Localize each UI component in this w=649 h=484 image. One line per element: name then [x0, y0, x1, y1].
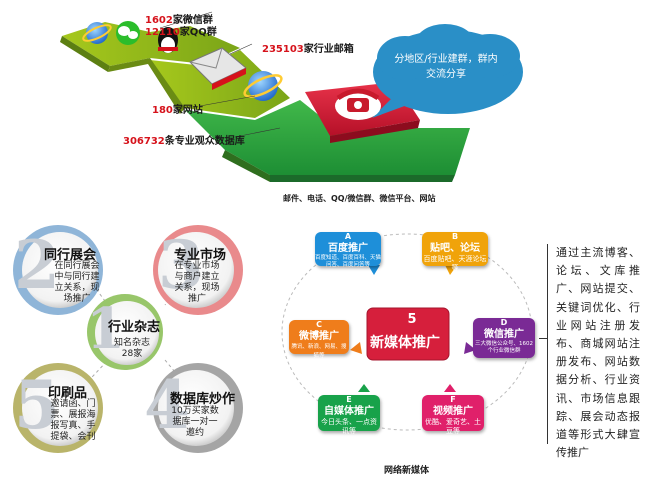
side-description: 通过主流博客、论坛、文库推广、网站提交、关键词优化、行业网站注册发布、商城网站注… — [556, 246, 640, 460]
bubble-f-video: F 视频推广 优酷、爱奇艺、土豆等 — [422, 395, 484, 435]
label-wechat-groups: 1602家微信群 — [145, 15, 213, 26]
circle-1-digit: 1 — [86, 296, 125, 362]
center-block — [367, 308, 449, 360]
circle-1-desc: 知名杂志28家 — [113, 338, 150, 359]
circle-3-title: 专业市场 — [174, 248, 227, 263]
label-audience-database: 306732条专业观众数据库 — [123, 136, 245, 147]
side-divider — [547, 244, 548, 444]
circle-2-digit: 2 — [14, 226, 60, 304]
circle-1-title: 行业杂志 — [108, 320, 161, 335]
circle-5-title: 印刷品 — [48, 386, 88, 401]
side-divider-tick — [539, 338, 547, 339]
cloud-bubble — [372, 24, 523, 118]
circle-5-digit: 5 — [14, 366, 60, 444]
circle-4-title: 数据库炒作 — [170, 392, 236, 407]
circle-3-desc: 在专业市场与商户建立关系，现场推广 — [174, 261, 220, 304]
label-industry-mail: 235103家行业邮箱 — [262, 44, 354, 55]
ie-icon-small — [82, 22, 112, 44]
telephone-icon — [335, 88, 381, 120]
bubble-c-weibo: C 微博推广 腾讯、新浪、网易、搜狐等 — [289, 320, 349, 359]
circle-4-digit: 4 — [144, 366, 190, 444]
label-websites: 180家网站 — [152, 105, 203, 116]
bubble-d-wechat: D 微信推广 三大微信公众号、1602个行业微信群 — [473, 318, 535, 358]
center-title: 新媒体推广 — [370, 335, 440, 351]
label-qq-groups: 12110家QQ群 — [145, 27, 217, 38]
globe-icon — [243, 71, 283, 101]
mail-icon — [189, 47, 247, 90]
media-caption: 网络新媒体 — [384, 466, 430, 476]
circle-4-desc: 10万买家数据库一对一邀约 — [171, 406, 219, 438]
bubble-e-selfmedia: E 自媒体推广 今日头条、一点资讯等 — [318, 395, 380, 435]
circle-2-title: 同行展会 — [44, 248, 97, 263]
cloud-text: 分地区/行业建群，群内交流分享 — [394, 54, 498, 80]
ribbon-bottom — [185, 100, 470, 175]
center-number: 5 — [407, 312, 417, 327]
circle-5-desc: 邀请函、门票、展报海报写真、手提袋、会刊 — [50, 399, 96, 442]
funnel-graphic — [60, 11, 523, 182]
qq-icon — [158, 27, 178, 53]
circle-3-digit: 3 — [158, 226, 204, 304]
bubble-a-baidu: A 百度推广 百度知道、百度百科、天猫问答、百度问答等 — [315, 232, 382, 268]
circle-2-desc: 在同行展会中与同行建立关系，现场推广 — [54, 261, 100, 304]
wechat-icon — [116, 21, 140, 45]
circles-graphic — [13, 225, 243, 453]
top-caption: 邮件、电话、QQ/微信群、微信平台、网站 — [283, 194, 436, 203]
bubble-b-tieba: B 贴吧、论坛 百度贴吧、天涯论坛等 — [422, 232, 488, 272]
